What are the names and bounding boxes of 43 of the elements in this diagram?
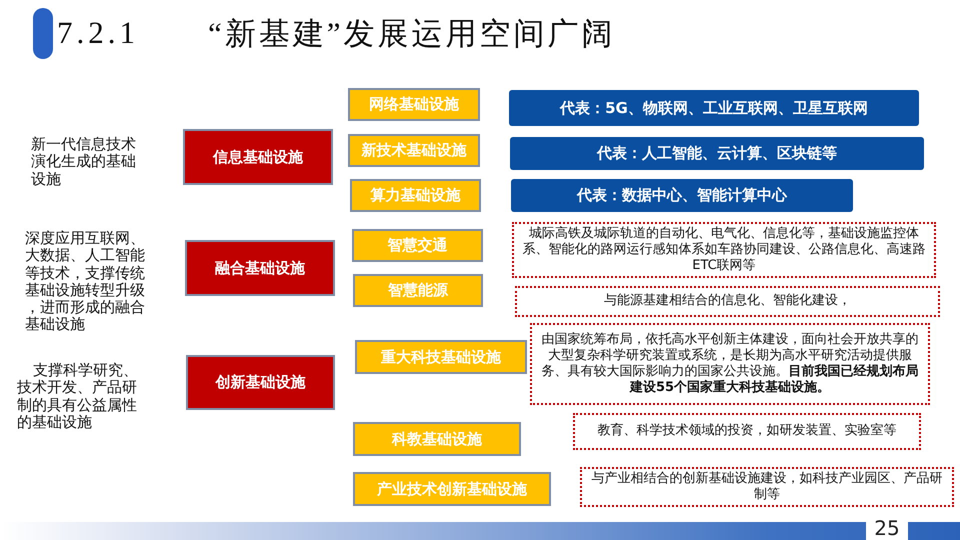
example-banner: [511, 179, 853, 212]
description-box: [573, 413, 921, 450]
example-text: 代表：5G、物联网、工业互联网、卫星互联网: [560, 98, 868, 118]
subcategory-box: [353, 422, 521, 456]
description-text: 教育、科学技术领域的投资，如研发装置、实验室等: [598, 423, 896, 440]
category-box: [183, 129, 333, 185]
subcategory-box: [353, 472, 551, 506]
example-text: 代表：人工智能、云计算、区块链等: [597, 144, 837, 163]
category-description: 支撑科学研究、技术开发、产品研制的具有公益属性的基础设施: [17, 362, 139, 431]
category-label: 信息基础设施: [213, 148, 303, 166]
subcategory-box: [355, 340, 527, 374]
slide-title: “新基建”发展运用空间广阔: [208, 15, 616, 53]
description-box: [515, 286, 940, 317]
subcategory-box: [353, 274, 483, 307]
category-label: 创新基础设施: [216, 373, 306, 392]
example-banner: [510, 137, 924, 170]
section-number: 7.2.1: [57, 15, 139, 51]
description-box: [512, 222, 936, 278]
description-text: 由国家统筹布局，依托高水平创新主体建设，面向社会开放共享的大型复杂科学研究装置或系统，是长期为高水平研究活动提供服务、具有较大国际影响力的国家公共设施。目前我国已经规划布局建设55个国家重大科技基础设施。: [540, 332, 920, 396]
subcategory-label: 网络基础设施: [369, 95, 459, 114]
subcategory-label: 产业技术创新基础设施: [377, 480, 527, 498]
category-description: 新一代信息技术演化生成的基础设施: [31, 136, 137, 188]
subcategory-label: 智慧能源: [388, 281, 448, 300]
description-text: 与能源基建相结合的信息化、智能化建设，: [604, 293, 851, 310]
description-text: 与产业相结合的创新基础设施建设，如科技产业园区、产品研制等: [590, 470, 944, 504]
category-box: [186, 355, 335, 410]
subcategory-label: 新技术基础设施: [362, 141, 466, 160]
example-banner: [509, 90, 919, 126]
description-text: 城际高铁及城际轨道的自动化、电气化、信息化等，基础设施监控体系、智能化的路网运行感知体系如车路协同建设、公路信息化、高速路ETC联网等: [522, 226, 926, 274]
category-box: [185, 240, 335, 296]
subcategory-label: 重大科技基础设施: [381, 348, 501, 366]
description-box: [530, 323, 930, 405]
subcategory-box: [348, 134, 480, 167]
example-text: 代表：数据中心、智能计算中心: [577, 186, 787, 205]
subcategory-label: 算力基础设施: [370, 186, 460, 205]
subcategory-label: 科教基础设施: [392, 430, 482, 448]
subcategory-box: [350, 179, 481, 212]
category-label: 融合基础设施: [215, 258, 305, 278]
category-description: 深度应用互联网、大数据、人工智能等技术，支撑传统基础设施转型升级，进而形成的融合基础设施: [25, 230, 146, 334]
subcategory-box: [352, 229, 483, 262]
subcategory-label: 智慧交通: [388, 236, 448, 255]
description-box: [580, 467, 954, 507]
subcategory-box: [348, 88, 480, 121]
